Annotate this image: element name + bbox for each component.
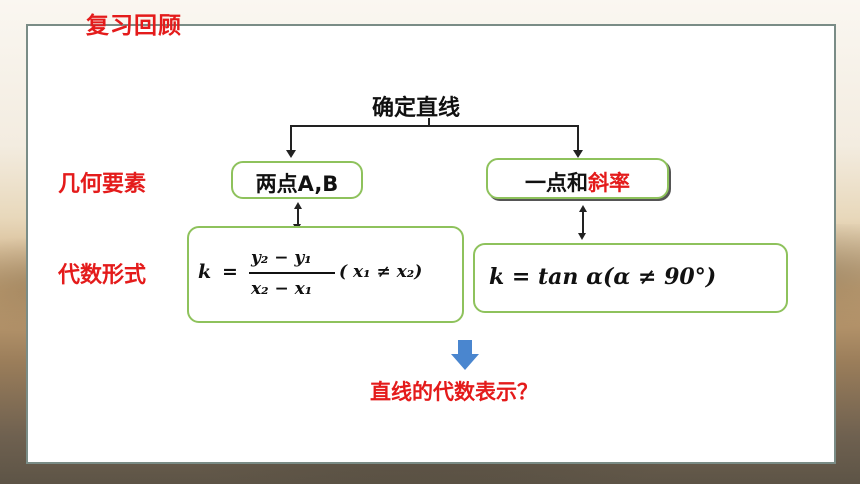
fraction-bar bbox=[249, 272, 335, 274]
node-point-slope-label: 一点和斜率 bbox=[488, 167, 667, 197]
formula-numerator: y₂ − y₁ bbox=[251, 248, 312, 268]
row-label-algebraic: 代数形式 bbox=[58, 263, 147, 288]
arrow-down-right-icon bbox=[573, 150, 583, 158]
node-point-slope: 一点和斜率 bbox=[486, 158, 669, 199]
row-label-elements: 几何要素 bbox=[58, 172, 147, 197]
double-arrow-left-line bbox=[297, 206, 299, 226]
double-arrow-right-line bbox=[582, 209, 584, 235]
formula-two-points-box: k = y₂ − y₁ x₂ − x₁ ( x₁ ≠ x₂) bbox=[187, 226, 464, 323]
slide-title: 复习回顾 bbox=[86, 13, 182, 39]
formula-point-slope-box: k = tan α(α ≠ 90°) bbox=[473, 243, 788, 313]
formula-condition: ( x₁ ≠ x₂) bbox=[339, 262, 423, 282]
arrow-up-right-icon bbox=[579, 205, 587, 212]
node-point-slope-highlight: 斜率 bbox=[588, 171, 630, 195]
arrow-down-right-small-icon bbox=[578, 233, 586, 240]
arrow-down-left-icon bbox=[286, 150, 296, 158]
arrow-down-icon bbox=[451, 340, 479, 370]
formula-denominator: x₂ − x₁ bbox=[251, 279, 313, 299]
formula-equals: = bbox=[222, 261, 238, 283]
formula-tan: k = tan α(α ≠ 90°) bbox=[489, 264, 717, 290]
branch-connector bbox=[290, 125, 579, 150]
root-connector-tick bbox=[428, 118, 430, 127]
question-text: 直线的代数表示？ bbox=[370, 380, 538, 404]
node-two-points: 两点A,B bbox=[231, 161, 363, 199]
node-two-points-label: 两点A,B bbox=[255, 172, 339, 196]
arrow-up-left-icon bbox=[294, 202, 302, 209]
root-node: 确定直线 bbox=[372, 96, 461, 121]
formula-lhs: k bbox=[198, 261, 212, 283]
node-point-slope-prefix: 一点和 bbox=[525, 171, 588, 195]
